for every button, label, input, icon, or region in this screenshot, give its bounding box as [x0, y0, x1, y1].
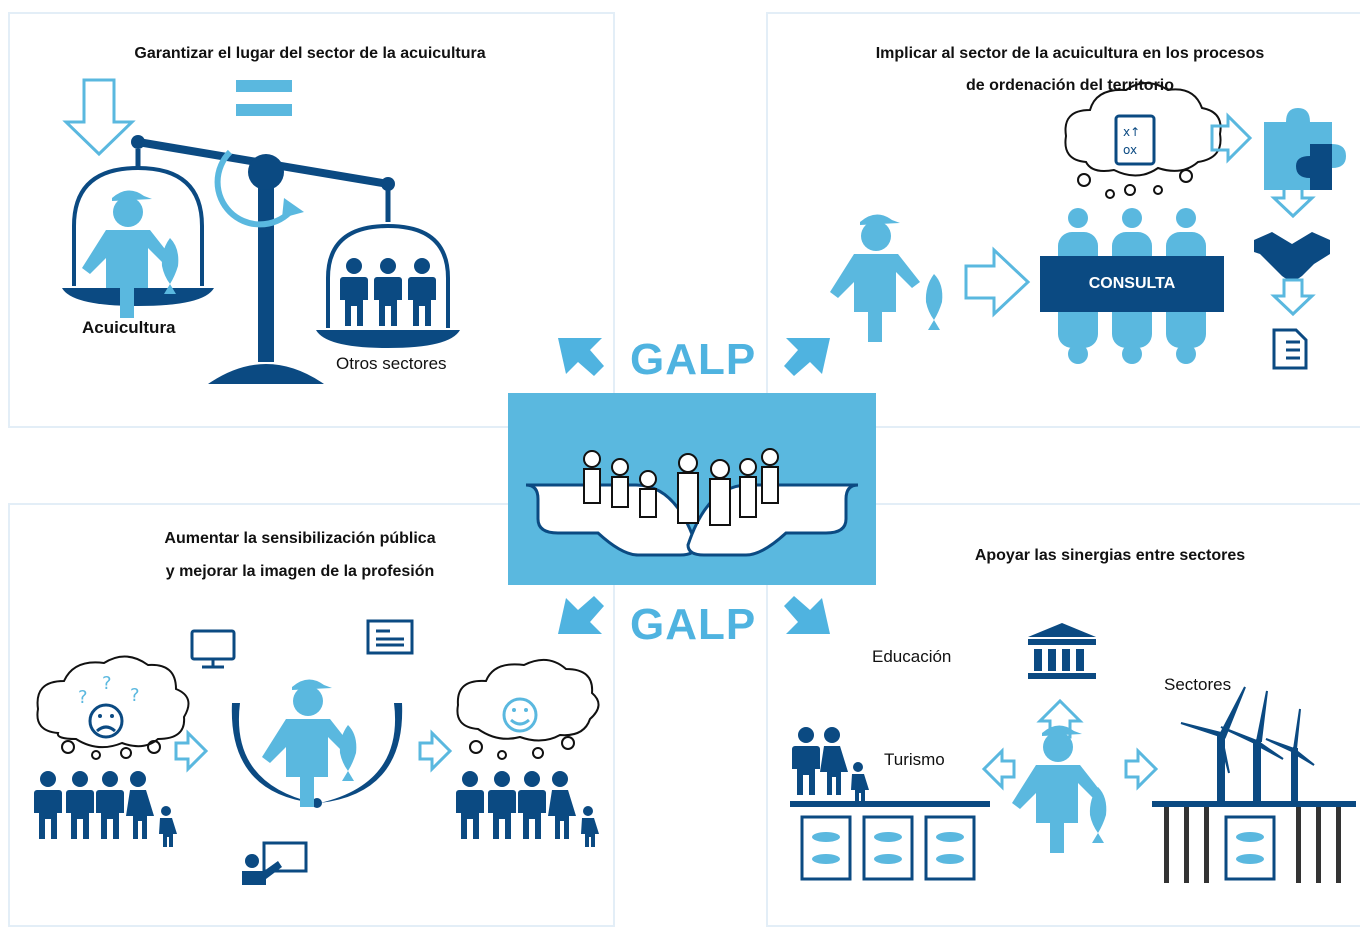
panel-title-bottom-left-line2: y mejorar la imagen de la profesión [165, 563, 435, 580]
equals-icon [236, 80, 292, 116]
awareness-illustration: ? ? ? [34, 619, 600, 885]
svg-text:?: ? [102, 673, 112, 694]
synergies-illustration [790, 623, 1356, 883]
panel-title-bottom-left-line1: Aumentar la sensibilización pública [164, 530, 436, 547]
thought-cloud-icon [1064, 82, 1222, 199]
educacion-label: Educación [872, 647, 952, 666]
panel-title-top-right-line1: Implicar al sector de la acuicultura en … [875, 45, 1265, 62]
happy-face-icon [502, 697, 538, 733]
sad-face-icon [88, 703, 124, 739]
galp-label-bottom: GALP [630, 600, 757, 649]
panel-title-bottom-right: Apoyar las sinergias entre sectores [974, 547, 1246, 564]
checklist-icon [1272, 328, 1308, 370]
svg-text:?: ? [130, 685, 140, 706]
handshake-icon [1254, 232, 1330, 280]
strategy-board-icon [1114, 114, 1156, 166]
svg-text:x↑: x↑ [1123, 125, 1140, 139]
turismo-label: Turismo [884, 750, 945, 769]
down-arrow-icon [62, 78, 136, 157]
puzzle-icon [1264, 108, 1346, 190]
fish-cage-icon [800, 815, 976, 881]
consultation-illustration: x↑ ox [830, 82, 1346, 370]
panel-title-top-left: Garantizar el lugar del sector de la acu… [134, 45, 486, 62]
people-group-icon [340, 258, 436, 326]
galp-label-top: GALP [630, 335, 757, 384]
aquaculture-label: Acuicultura [82, 318, 176, 337]
wind-turbine-icon [1180, 686, 1315, 804]
balance-scale-icon [62, 78, 460, 384]
presenter-icon [242, 841, 308, 885]
newspaper-icon [366, 619, 414, 655]
other-sectors-label: Otros sectores [336, 354, 447, 373]
sectores-label: Sectores [1164, 675, 1232, 694]
svg-text:ox: ox [1123, 143, 1137, 157]
hands-holding-people-icon [525, 448, 859, 557]
laurel-wreath-icon [231, 703, 403, 808]
consulta-box: CONSULTA [1040, 256, 1224, 312]
museum-icon [1028, 623, 1096, 679]
svg-text:?: ? [78, 687, 88, 708]
monitor-icon [190, 629, 236, 669]
